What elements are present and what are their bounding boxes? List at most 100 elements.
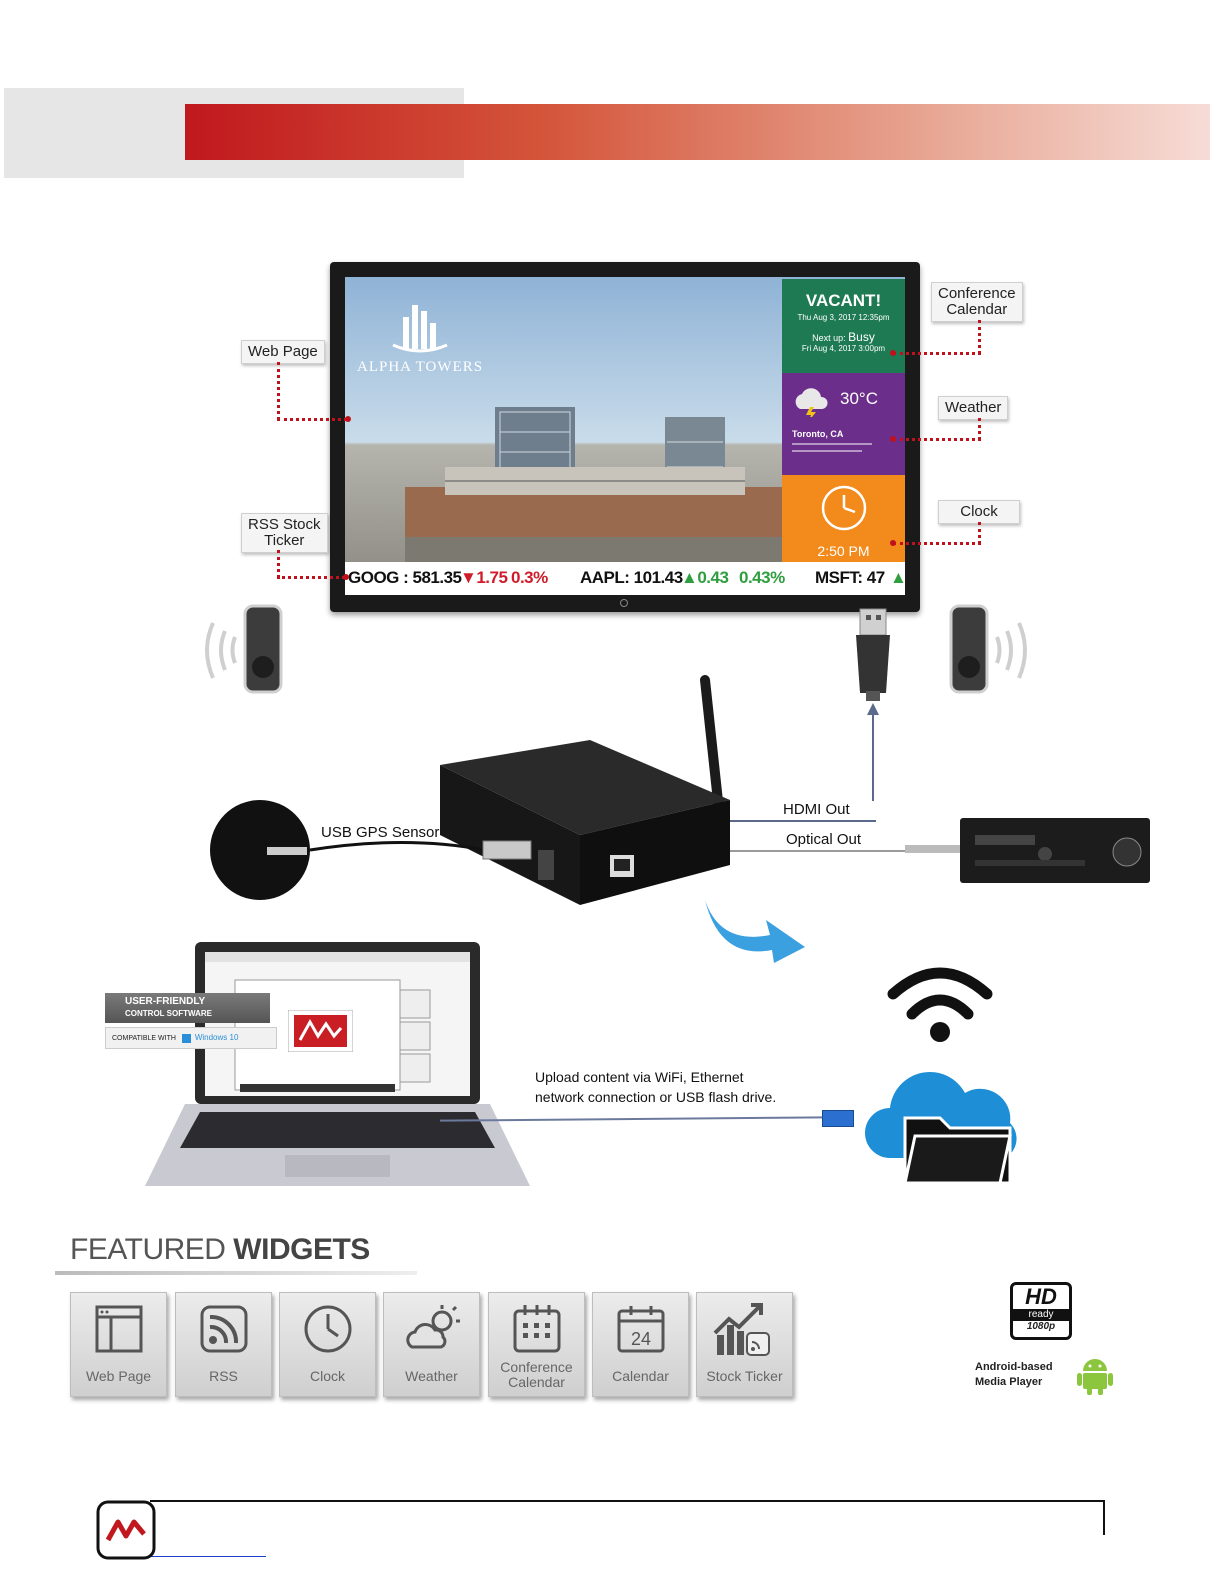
- widget-label: Conference Calendar: [500, 1359, 573, 1390]
- windows-icon: [181, 1033, 191, 1043]
- optical-out-label: Optical Out: [786, 831, 862, 848]
- hdmi-out-label: HDMI Out: [783, 801, 850, 818]
- widget-tile-stock-ticker[interactable]: Stock Ticker: [696, 1292, 793, 1397]
- forecast-line: [792, 450, 862, 452]
- cloud-lightning-icon: [795, 388, 828, 417]
- widget-tile-conference-calendar[interactable]: Conference Calendar: [488, 1292, 585, 1397]
- callout-connector: [893, 438, 981, 441]
- ticker-item: ▲: [890, 568, 907, 587]
- ticker-item: ▲0.43: [681, 568, 729, 587]
- gps-sensor-device: [210, 800, 532, 900]
- calendar-date: Thu Aug 3, 2017 12:35pm: [797, 313, 890, 322]
- hd-ready-badge: HD ready 1080p: [1010, 1282, 1072, 1340]
- hdmi-connector-icon: [856, 608, 890, 801]
- media-player-device: [440, 675, 730, 905]
- forecast-line: [792, 443, 872, 445]
- footer-link-underline: [150, 1556, 266, 1557]
- os-text: Windows 10: [194, 1033, 239, 1042]
- hdmi-cable: [730, 820, 876, 822]
- brand-logo-icon: [96, 1500, 156, 1560]
- stock-ticker-bar: GOOG : 581.35 ▼1.75 0.3% AAPL: 101.43 ▲0…: [345, 562, 907, 595]
- upload-line2: network connection or USB flash drive.: [535, 1089, 777, 1105]
- widget-tile-rss[interactable]: RSS: [175, 1292, 272, 1397]
- ticker-item: 0.43%: [739, 568, 785, 587]
- header-red-banner: [185, 104, 1210, 160]
- title-underline: [55, 1271, 417, 1275]
- clock-icon: [304, 1305, 352, 1353]
- building-photo: [405, 407, 785, 567]
- callout-web-page: Web Page: [241, 340, 325, 364]
- featured-widgets-title: FEATURED WIDGETS: [70, 1233, 370, 1267]
- compatible-text: COMPATIBLE WITH: [112, 1035, 176, 1042]
- next-status: Busy: [848, 330, 875, 344]
- ticker-item: MSFT: 47: [815, 568, 885, 587]
- calendar-day: 24: [631, 1329, 651, 1349]
- weather-icon: [406, 1305, 460, 1349]
- tv-display: ALPHA TOWERS VACANT! Thu Aug 3, 2017 12:…: [330, 262, 920, 612]
- callout-connector: [277, 418, 347, 421]
- widget-tile-calendar[interactable]: 24 Calendar: [592, 1292, 689, 1397]
- callout-endpoint: [343, 574, 349, 580]
- footer-rule: [150, 1500, 1105, 1502]
- ticker-item: ▼1.75: [460, 568, 508, 587]
- hd-text: HD: [1025, 1284, 1057, 1309]
- featured-title-light: FEATURED: [70, 1233, 234, 1266]
- laptop-device: [145, 942, 530, 1186]
- widget-label: Web Page: [85, 1368, 152, 1384]
- footer-tick: [1103, 1500, 1105, 1535]
- callout-endpoint: [890, 436, 896, 442]
- android-icon: [1077, 1359, 1113, 1395]
- android-line1: Android-based: [975, 1361, 1053, 1373]
- badge-line2: CONTROL SOFTWARE: [125, 1009, 212, 1018]
- usb-flash-icon: [822, 1110, 854, 1127]
- usb-gps-label: USB GPS Sensor: [321, 824, 440, 841]
- callout-connector: [893, 352, 981, 355]
- cloud-folder-icon: [865, 1071, 1017, 1185]
- ticker-item: AAPL: 101.43: [580, 568, 683, 587]
- callout-endpoint: [345, 416, 351, 422]
- curved-arrow-icon: [705, 900, 805, 963]
- callout-weather: Weather: [938, 396, 1009, 420]
- widget-tile-weather[interactable]: Weather: [383, 1292, 480, 1397]
- widget-label: RSS: [209, 1368, 238, 1384]
- callout-connector: [277, 550, 280, 578]
- android-line2: Media Player: [975, 1376, 1043, 1388]
- widget-label: Weather: [405, 1368, 458, 1384]
- callout-connector: [277, 576, 345, 579]
- clock-face-icon: [821, 485, 867, 531]
- next-prefix: Next up:: [812, 333, 846, 343]
- optical-cable: [730, 850, 920, 852]
- calendar-icon: 24: [617, 1306, 665, 1353]
- widget-tile-clock[interactable]: Clock: [279, 1292, 376, 1397]
- clock-time: 2:50 PM: [817, 543, 870, 559]
- widget-tile-web-page[interactable]: Web Page: [70, 1292, 167, 1397]
- callout-connector: [978, 522, 981, 544]
- tv-screen: ALPHA TOWERS VACANT! Thu Aug 3, 2017 12:…: [345, 277, 905, 577]
- widget-label: Stock Ticker: [706, 1368, 783, 1384]
- widget-label: Clock: [309, 1368, 345, 1384]
- badge-line1: USER-FRIENDLY: [125, 996, 206, 1007]
- upload-line1: Upload content via WiFi, Ethernet: [535, 1069, 744, 1085]
- wifi-icon: [887, 967, 993, 1042]
- logo-text: ALPHA TOWERS: [357, 359, 484, 375]
- alpha-towers-logo: [392, 305, 448, 353]
- next-time: Fri Aug 4, 2017 3:00pm: [801, 344, 886, 353]
- calendar-status: VACANT!: [805, 291, 882, 310]
- web-page-icon: [95, 1305, 143, 1353]
- stock-ticker-icon: [713, 1303, 770, 1356]
- callout-endpoint: [890, 350, 896, 356]
- android-caption: Android-based Media Player: [975, 1360, 1053, 1390]
- weather-temp: 30°C: [840, 389, 878, 408]
- av-receiver-device: [905, 818, 1150, 883]
- callout-connector: [978, 320, 981, 354]
- callout-rss-stock-ticker: RSS Stock Ticker: [241, 513, 328, 553]
- rss-icon: [200, 1305, 248, 1353]
- right-speaker-icon: [949, 604, 1027, 694]
- weather-city: Toronto, CA: [792, 429, 844, 439]
- left-speaker-icon: [205, 604, 283, 694]
- widget-label: Calendar: [612, 1368, 669, 1384]
- callout-connector: [978, 418, 981, 440]
- compatibility-badge: COMPATIBLE WITH Windows 10: [105, 1027, 277, 1049]
- callout-clock: Clock: [938, 500, 1020, 524]
- callout-connector: [893, 542, 981, 545]
